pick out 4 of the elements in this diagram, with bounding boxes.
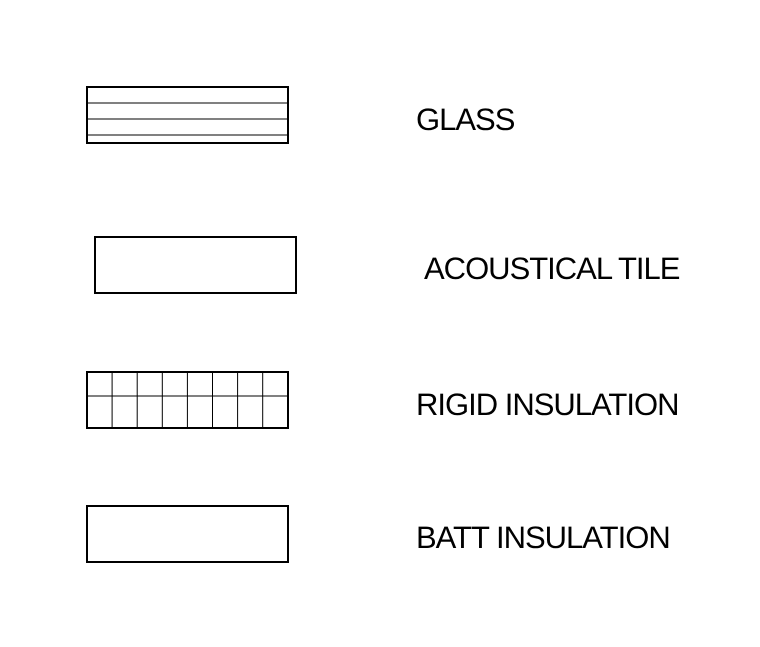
legend-label: RIGID INSULATION xyxy=(416,389,678,420)
legend-label: BATT INSULATION xyxy=(416,522,670,553)
legend-label: ACOUSTICAL TILE xyxy=(424,253,680,284)
legend-label: GLASS xyxy=(416,104,514,135)
